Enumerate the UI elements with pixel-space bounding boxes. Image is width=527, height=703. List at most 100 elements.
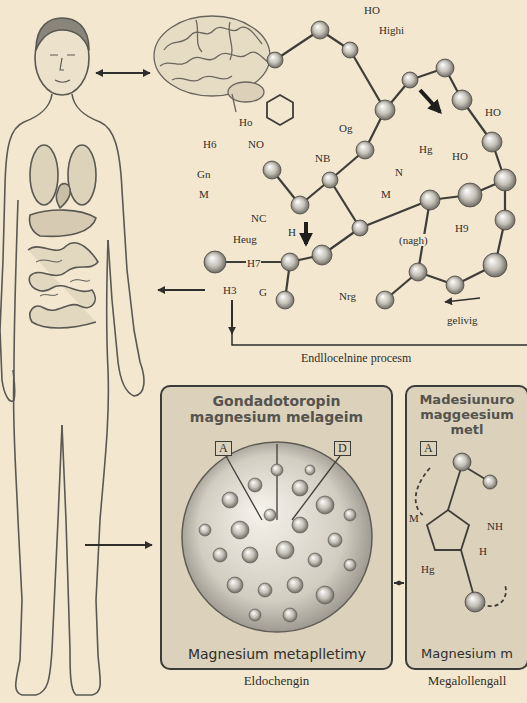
panel-caption: Magnesium metaplletimy <box>166 646 388 662</box>
particle <box>328 533 342 547</box>
particle <box>222 492 238 508</box>
atom <box>495 210 515 230</box>
intestines <box>28 243 98 328</box>
atom-label: H7 <box>246 257 261 269</box>
atom-label: H9 <box>454 222 469 234</box>
particle <box>344 559 356 571</box>
atom-label: Hg <box>420 563 435 575</box>
atom <box>420 190 440 210</box>
particle <box>316 496 334 514</box>
atom <box>453 453 471 471</box>
pointer-lines <box>226 444 340 520</box>
atom-label: NC <box>250 212 267 224</box>
particle <box>258 583 272 597</box>
connector-arrow <box>394 582 404 584</box>
atom <box>204 251 226 273</box>
particle <box>264 509 276 521</box>
human-figure <box>0 18 144 695</box>
pointer-line <box>292 456 340 520</box>
atom <box>458 183 482 207</box>
particle <box>283 608 297 622</box>
atom-label: HO <box>451 150 469 162</box>
face <box>50 55 75 82</box>
atom <box>376 291 394 309</box>
atom-label: H <box>287 226 297 238</box>
panel-title: Gondadotoropin magnesium melageim <box>189 393 364 425</box>
flow-arrow <box>85 544 152 546</box>
atom <box>446 276 464 294</box>
atom-label: HO <box>484 106 502 118</box>
particle <box>242 547 258 563</box>
atom-label: A <box>420 441 437 456</box>
atom-label: NB <box>314 152 331 164</box>
particle <box>305 465 315 475</box>
bond <box>330 180 360 228</box>
atom-label: HO <box>363 4 381 16</box>
particle <box>213 548 227 562</box>
process-arrow <box>231 300 233 334</box>
atom <box>494 169 516 191</box>
atom <box>402 72 418 88</box>
atom-label: gelivig <box>446 314 479 326</box>
particle <box>287 577 303 593</box>
lung <box>30 145 58 205</box>
particle <box>248 478 262 492</box>
atom-label: D <box>334 441 351 456</box>
atom <box>291 196 309 214</box>
atom <box>483 475 497 489</box>
panel-title: Madesiunuro maggeesium metl <box>411 393 523 438</box>
atom-label: H6 <box>202 138 217 150</box>
panel-box: Gondadotoropin magnesium melageimMagnesi… <box>160 385 393 670</box>
particle <box>271 464 283 476</box>
particle <box>231 521 249 539</box>
process-arrow <box>420 90 440 112</box>
atom-label: Heug <box>232 233 258 245</box>
particle <box>276 541 294 559</box>
dashed-bond <box>416 468 430 516</box>
atom <box>322 172 338 188</box>
atom-label: A <box>215 441 232 456</box>
particle <box>227 577 243 593</box>
pointer-line <box>276 444 277 520</box>
heart <box>56 184 70 208</box>
atom-label: N <box>394 166 404 178</box>
bracket-line <box>232 334 527 345</box>
ring-atoms <box>453 453 497 612</box>
atom <box>409 263 427 281</box>
particle <box>249 609 261 621</box>
particle <box>344 509 356 521</box>
atom-label: (nagh) <box>398 234 429 246</box>
pointer-line <box>226 456 262 520</box>
atom <box>352 220 368 236</box>
atom-label: H <box>478 545 488 557</box>
process-caption: Endllocelnine procesm <box>300 352 412 365</box>
ring-molecule <box>416 465 506 606</box>
process-arrow <box>158 289 205 291</box>
particle <box>308 553 322 567</box>
double-arrow <box>96 72 150 74</box>
atom-label: Nrg <box>338 290 357 302</box>
liver <box>29 210 96 236</box>
cell-sphere <box>182 442 372 632</box>
lung <box>68 145 96 205</box>
atom <box>465 592 485 612</box>
panel-ground <box>405 385 527 670</box>
process-arrow <box>304 222 308 244</box>
particle <box>292 517 308 533</box>
process-arrow <box>445 298 480 302</box>
atom-label: Og <box>338 122 353 134</box>
molecule-bonds <box>215 30 505 300</box>
atom-label: M <box>198 188 210 200</box>
atom <box>436 59 454 77</box>
panel-label: Eldochengin <box>162 674 391 689</box>
atom-label: Highi <box>378 24 405 36</box>
bond <box>448 465 462 510</box>
atom-label: Gn <box>196 168 211 180</box>
brain-stem <box>232 94 236 112</box>
atom <box>452 90 472 110</box>
atom-label: M <box>380 188 392 200</box>
